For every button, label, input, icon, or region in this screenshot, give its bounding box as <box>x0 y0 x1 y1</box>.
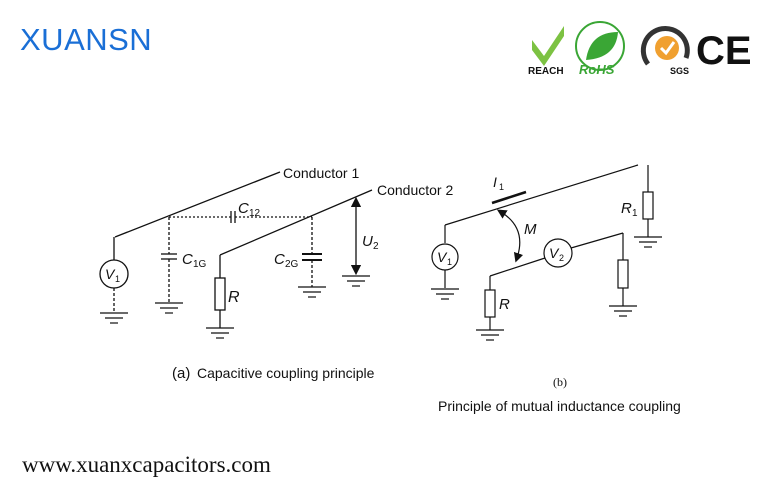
svg-text:C: C <box>274 251 285 268</box>
top-conductor-line <box>444 164 639 226</box>
svg-text:1: 1 <box>447 257 452 267</box>
resistor-load <box>617 259 629 289</box>
svg-text:2: 2 <box>373 241 379 252</box>
caption-a-prefix: (a) <box>172 365 190 382</box>
conductor-1-line <box>114 171 281 238</box>
reach-logo: REACH <box>528 26 564 77</box>
ground-icon <box>341 275 371 287</box>
ce-logo: CE <box>696 29 752 73</box>
svg-text:R: R <box>499 296 510 313</box>
brand-logo-text: XUANSN <box>20 22 153 57</box>
ground-icon <box>297 286 327 298</box>
ground-icon <box>475 329 505 341</box>
svg-text:C: C <box>182 251 193 268</box>
svg-text:SGS: SGS <box>670 66 689 76</box>
ground-icon <box>430 288 460 300</box>
svg-text:C: C <box>238 200 249 217</box>
svg-text:V: V <box>105 266 116 282</box>
svg-text:RoHS: RoHS <box>579 62 615 77</box>
resistor-r <box>484 289 496 318</box>
voltage-source-v2 <box>543 238 573 268</box>
caption-b-prefix: (b) <box>553 375 567 389</box>
svg-text:M: M <box>524 221 537 238</box>
capacitive-coupling-diagram <box>99 171 373 339</box>
ground-icon <box>633 236 663 248</box>
conductor-2-line <box>219 189 373 256</box>
svg-text:R: R <box>621 200 632 217</box>
sgs-logo: SGS <box>640 25 690 76</box>
ground-icon <box>205 327 235 339</box>
svg-text:1: 1 <box>115 274 120 284</box>
svg-text:2G: 2G <box>285 259 299 270</box>
svg-text:2: 2 <box>559 253 564 263</box>
ground-icon <box>99 312 129 324</box>
website-url: www.xuanxcapacitors.com <box>22 452 271 477</box>
certification-logos: REACH RoHS SGS CE <box>528 21 752 77</box>
rohs-logo: RoHS <box>575 21 625 77</box>
svg-text:I: I <box>493 174 497 190</box>
svg-text:REACH: REACH <box>528 66 564 77</box>
caption-a: Capacitive coupling principle <box>197 365 375 381</box>
conductor-2-label: Conductor 2 <box>377 182 453 198</box>
svg-text:1G: 1G <box>193 259 207 270</box>
svg-text:V: V <box>437 249 448 265</box>
svg-text:1: 1 <box>632 208 638 219</box>
ground-icon <box>154 302 184 314</box>
conductor-1-label: Conductor 1 <box>283 165 359 181</box>
caption-b: Principle of mutual inductance coupling <box>438 398 681 414</box>
current-arrow <box>491 190 527 205</box>
resistor-r1 <box>642 191 654 220</box>
mutual-inductance-diagram <box>430 164 663 341</box>
mutual-inductance-arrow <box>496 209 524 263</box>
svg-text:1: 1 <box>499 182 504 192</box>
svg-text:12: 12 <box>249 208 261 219</box>
svg-text:R: R <box>228 289 240 306</box>
svg-text:CE: CE <box>696 29 752 73</box>
svg-text:U: U <box>362 233 373 250</box>
resistor-r <box>214 277 226 311</box>
ground-icon <box>608 305 638 317</box>
svg-text:V: V <box>549 245 560 261</box>
